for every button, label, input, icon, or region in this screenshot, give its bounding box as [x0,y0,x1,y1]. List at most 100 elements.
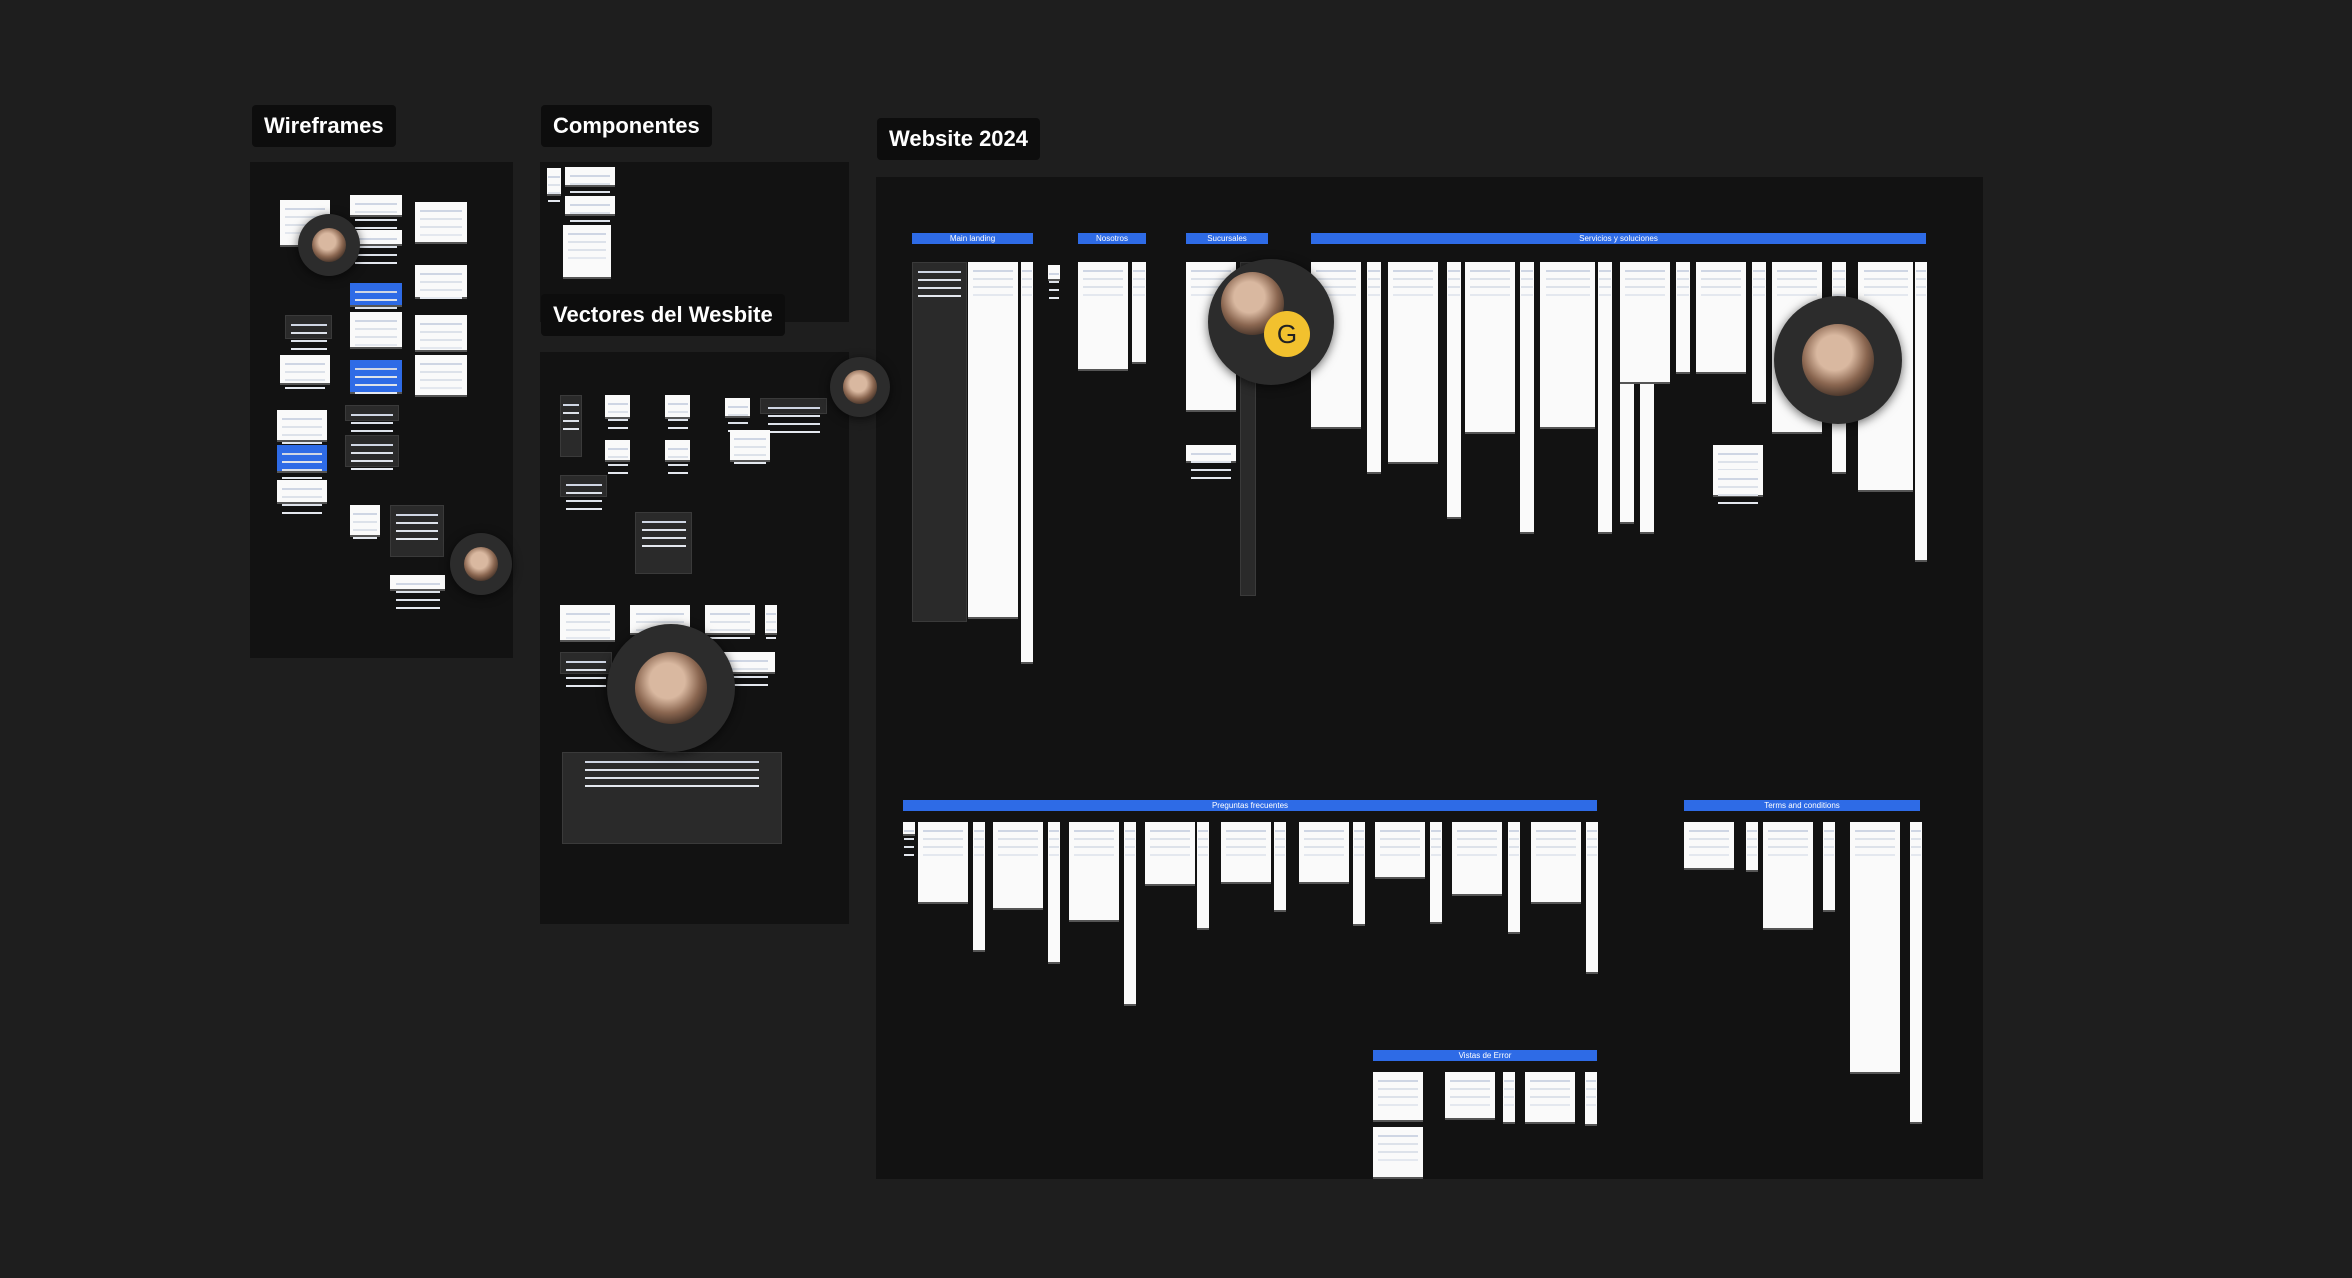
vectores-label[interactable]: Vectores del Wesbite [541,294,785,336]
page-thumbnail[interactable] [1746,822,1758,872]
group-errores[interactable]: Vistas de Error [1373,1050,1597,1061]
wireframes-label[interactable]: Wireframes [252,105,396,147]
page-thumbnail[interactable] [1078,262,1128,371]
page-thumbnail[interactable] [1430,822,1442,924]
page-thumbnail[interactable] [350,195,402,217]
page-thumbnail[interactable] [1353,822,1365,926]
page-thumbnail[interactable] [1684,822,1734,870]
page-thumbnail[interactable] [560,605,615,642]
page-thumbnail[interactable] [1520,262,1534,534]
page-thumbnail[interactable] [415,265,467,299]
page-thumbnail[interactable] [1375,822,1425,879]
page-thumbnail[interactable] [415,315,467,352]
page-thumbnail[interactable] [565,196,615,216]
page-thumbnail[interactable] [1048,265,1060,281]
page-thumbnail[interactable] [1145,822,1195,886]
page-thumbnail[interactable] [1069,822,1119,922]
page-thumbnail[interactable] [563,225,611,279]
componentes-label[interactable]: Componentes [541,105,712,147]
page-thumbnail[interactable] [562,752,782,844]
group-nosotros[interactable]: Nosotros [1078,233,1146,244]
page-thumbnail[interactable] [1676,262,1690,374]
page-thumbnail[interactable] [1763,822,1813,930]
page-thumbnail[interactable] [1696,262,1746,374]
page-thumbnail[interactable] [415,202,467,244]
page-thumbnail[interactable] [560,395,582,457]
page-thumbnail[interactable] [350,312,402,349]
page-thumbnail[interactable] [1021,262,1033,664]
page-thumbnail[interactable] [350,505,380,537]
page-thumbnail[interactable] [1503,1072,1515,1124]
page-thumbnail[interactable] [973,822,985,952]
page-thumbnail[interactable] [350,230,402,246]
page-thumbnail[interactable] [1299,822,1349,884]
page-thumbnail[interactable] [918,822,968,904]
page-thumbnail[interactable] [1465,262,1515,434]
page-thumbnail[interactable] [1452,822,1502,896]
page-thumbnail[interactable] [1585,1072,1597,1126]
page-thumbnail[interactable] [345,435,399,467]
page-thumbnail[interactable] [1447,262,1461,519]
page-thumbnail[interactable] [1221,822,1271,884]
page-thumbnail[interactable] [730,430,770,462]
page-thumbnail[interactable] [1915,262,1927,562]
page-thumbnail[interactable] [1048,822,1060,964]
page-thumbnail[interactable] [1388,262,1438,464]
page-thumbnail[interactable] [277,445,327,473]
page-thumbnail[interactable] [1508,822,1520,934]
page-thumbnail[interactable] [725,398,750,418]
page-thumbnail[interactable] [1197,822,1209,930]
page-thumbnail[interactable] [350,283,402,307]
page-thumbnail[interactable] [1367,262,1381,474]
page-thumbnail[interactable] [280,355,330,385]
page-thumbnail[interactable] [560,475,607,497]
group-terms[interactable]: Terms and conditions [1684,800,1920,811]
page-thumbnail[interactable] [705,605,755,635]
page-thumbnail[interactable] [760,398,827,414]
page-thumbnail[interactable] [665,395,690,419]
page-thumbnail[interactable] [605,395,630,419]
page-thumbnail[interactable] [565,167,615,187]
page-thumbnail[interactable] [415,355,467,397]
page-thumbnail[interactable] [993,822,1043,910]
page-thumbnail[interactable] [1713,470,1763,497]
page-thumbnail[interactable] [903,822,915,836]
page-thumbnail[interactable] [1124,822,1136,1006]
page-thumbnail[interactable] [285,315,332,339]
page-thumbnail[interactable] [1445,1072,1495,1120]
page-thumbnail[interactable] [560,652,612,674]
page-thumbnail[interactable] [1620,262,1670,384]
page-thumbnail[interactable] [665,440,690,462]
page-thumbnail[interactable] [277,410,327,442]
page-thumbnail[interactable] [635,512,692,574]
page-thumbnail[interactable] [1531,822,1581,904]
page-thumbnail[interactable] [1586,822,1598,974]
page-thumbnail[interactable] [1525,1072,1575,1124]
page-thumbnail[interactable] [1186,445,1236,463]
page-thumbnail[interactable] [1598,262,1612,534]
page-thumbnail[interactable] [1752,262,1766,404]
page-thumbnail[interactable] [765,605,777,635]
page-thumbnail[interactable] [345,405,399,421]
page-thumbnail[interactable] [547,168,561,196]
group-sucursales[interactable]: Sucursales [1186,233,1268,244]
page-thumbnail[interactable] [1823,822,1835,912]
page-thumbnail[interactable] [605,440,630,462]
page-thumbnail[interactable] [1373,1127,1423,1179]
group-servicios[interactable]: Servicios y soluciones [1311,233,1926,244]
group-main-landing[interactable]: Main landing [912,233,1033,244]
page-thumbnail[interactable] [350,360,402,394]
page-thumbnail[interactable] [277,480,327,504]
page-thumbnail[interactable] [1132,262,1146,364]
page-thumbnail[interactable] [390,505,444,557]
website-2024-label[interactable]: Website 2024 [877,118,1041,160]
page-thumbnail[interactable] [912,262,967,622]
page-thumbnail[interactable] [1274,822,1286,912]
group-preguntas[interactable]: Preguntas frecuentes [903,800,1597,811]
page-thumbnail[interactable] [390,575,445,591]
page-thumbnail[interactable] [1540,262,1595,429]
page-thumbnail[interactable] [1910,822,1922,1124]
page-thumbnail[interactable] [1373,1072,1423,1122]
page-thumbnail[interactable] [1850,822,1900,1074]
page-thumbnail[interactable] [968,262,1018,619]
